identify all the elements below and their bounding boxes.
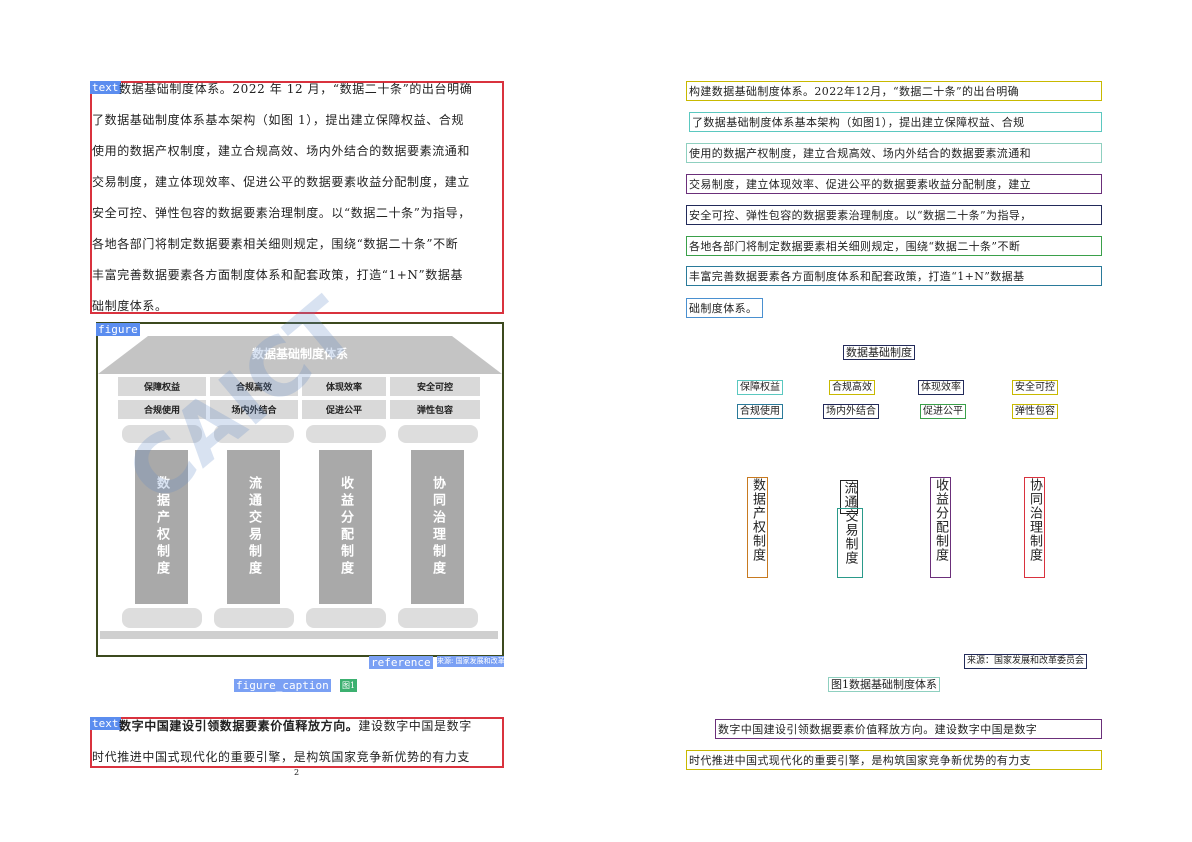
- cell-row1: 体现效率: [302, 377, 386, 396]
- pillar-base: [398, 608, 478, 628]
- pillar-capital: [122, 425, 202, 443]
- para1-line: 各地各部门将制定数据要素相关细则规定，围绕“数据二十条”不断: [92, 237, 459, 251]
- roof-title: 数据基础制度体系: [251, 347, 348, 361]
- r-para1-line: 使用的数据产权制度，建立合规高效、场内外结合的数据要素流通和: [686, 143, 1102, 163]
- r-cell-row1: 安全可控: [1012, 380, 1058, 395]
- text-block-2: [90, 717, 504, 768]
- para1-line: 丰富完善数据要素各方面制度体系和配套政策，打造“1+N”数据基: [92, 268, 464, 282]
- r-para1-line: 丰富完善数据要素各方面制度体系和配套政策，打造“1+N”数据基: [686, 266, 1102, 286]
- r-para1-line: 安全可控、弹性包容的数据要素治理制度。以“数据二十条”为指导，: [686, 205, 1102, 225]
- reference-source-small: 来源: 国家发展和改革委员会: [437, 656, 504, 667]
- r-para1-line: 交易制度，建立体现效率、促进公平的数据要素收益分配制度，建立: [686, 174, 1102, 194]
- text-tag: text: [90, 717, 121, 730]
- para1-line: 交易制度，建立体现效率、促进公平的数据要素收益分配制度，建立: [92, 175, 471, 189]
- para2-line-2: 时代推进中国式现代化的重要引擎，是构筑国家竞争新优势的有力支: [92, 750, 471, 764]
- r-source: 来源：国家发展和改革委员会: [964, 654, 1088, 669]
- figure-caption-small: 图1: [340, 679, 358, 692]
- para1-line: 数据基础制度体系。2022 年 12 月，“数据二十条”的出台明确: [119, 82, 473, 96]
- roof-shape: [98, 336, 502, 374]
- text-tag: text: [90, 81, 121, 94]
- para1-line: 础制度体系。: [92, 299, 168, 313]
- para2-line-1: 数字中国建设引领数据要素价值释放方向。建设数字中国是数字: [119, 717, 472, 734]
- para1-line: 安全可控、弹性包容的数据要素治理制度。以“数据二十条”为指导，: [92, 206, 471, 220]
- r-cell-row1: 合规高效: [829, 380, 875, 395]
- pillar-base: [214, 608, 294, 628]
- r-cell-row1: 体现效率: [918, 380, 964, 395]
- para2-rest: 建设数字中国是数字: [358, 719, 472, 733]
- figure-floor: [100, 631, 498, 639]
- r-cell-row2: 合规使用: [737, 404, 783, 419]
- para1-line: 了数据基础制度体系基本架构（如图 1），提出建立保障权益、合规: [92, 113, 465, 127]
- r-para2-line: 时代推进中国式现代化的重要引擎，是构筑国家竞争新优势的有力支: [686, 750, 1102, 770]
- cell-row2: 弹性包容: [390, 400, 480, 419]
- pillar: 协同治理制度: [411, 450, 464, 604]
- text-block-1: [90, 81, 504, 314]
- r-cell-row2: 促进公平: [920, 404, 966, 419]
- pillar-capital: [398, 425, 478, 443]
- cell-row2: 场内外结合: [210, 400, 298, 419]
- r-para1-line: 了数据基础制度体系基本架构（如图1），提出建立保障权益、合规: [689, 112, 1102, 132]
- r-pillar: 数据产权制度: [747, 477, 768, 578]
- cell-row2: 促进公平: [302, 400, 386, 419]
- r-para2-line: 数字中国建设引领数据要素价值释放方向。建设数字中国是数字: [715, 719, 1102, 739]
- r-cell-row2: 场内外结合: [823, 404, 879, 419]
- pillar-base: [306, 608, 386, 628]
- r-para1-line: 础制度体系。: [686, 298, 763, 318]
- r-pillar: 交易制度: [837, 508, 863, 578]
- r-cell-row1: 保障权益: [737, 380, 783, 395]
- r-pillar: 流通: [840, 480, 858, 514]
- reference-tag: reference: [369, 656, 433, 669]
- cell-row1: 保障权益: [118, 377, 206, 396]
- cell-row1: 合规高效: [210, 377, 298, 396]
- r-pillar: 收益分配制度: [930, 477, 951, 578]
- figure-block: [96, 322, 504, 657]
- r-cell-row2: 弹性包容: [1012, 404, 1058, 419]
- figure-tag: figure: [96, 323, 140, 336]
- pillar: 流通交易制度: [227, 450, 280, 604]
- figure-caption-tag: figure_caption: [234, 679, 331, 692]
- r-caption: 图1数据基础制度体系: [828, 677, 940, 692]
- r-figure-title: 数据基础制度: [843, 345, 915, 360]
- pillar-capital: [306, 425, 386, 443]
- pillar: 收益分配制度: [319, 450, 372, 604]
- para2-bold: 数字中国建设引领数据要素价值释放方向。: [119, 719, 359, 733]
- pillar: 数据产权制度: [135, 450, 188, 604]
- page-number: 2: [294, 768, 300, 777]
- r-pillar: 协同治理制度: [1024, 477, 1045, 578]
- pillar-capital: [214, 425, 294, 443]
- cell-row2: 合规使用: [118, 400, 206, 419]
- cell-row1: 安全可控: [390, 377, 480, 396]
- r-para1-line: 各地各部门将制定数据要素相关细则规定，围绕“数据二十条”不断: [686, 236, 1102, 256]
- r-para1-line: 构建数据基础制度体系。2022年12月，“数据二十条”的出台明确: [686, 81, 1102, 101]
- pillar-base: [122, 608, 202, 628]
- para1-line: 使用的数据产权制度，建立合规高效、场内外结合的数据要素流通和: [92, 144, 471, 158]
